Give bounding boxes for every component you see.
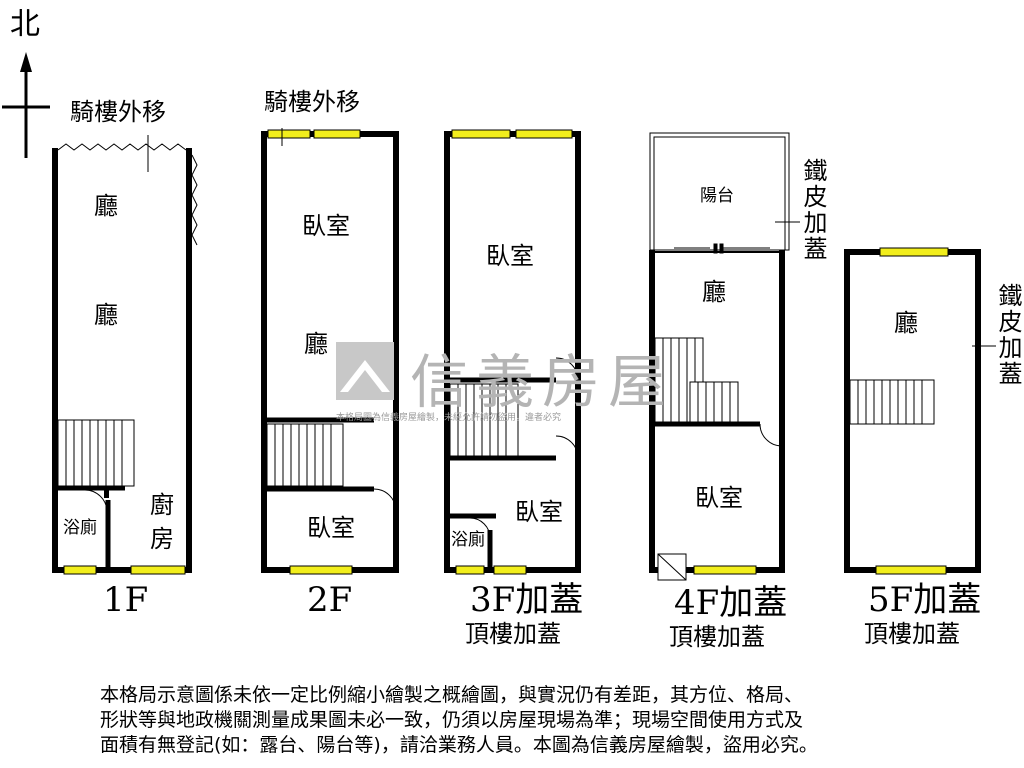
floor-5f-window	[879, 247, 949, 257]
disclaimer-line: 本格局示意圖係未依一定比例縮小繪製之概繪圖，與實況仍有差距，其方位、格局、	[100, 684, 804, 706]
watermark-logo-icon	[336, 342, 394, 400]
watermark-brand: 信義房屋	[410, 348, 675, 416]
disclaimer-line: 形狀等與地政機關測量成果圖未必一致，仍須以房屋現場為準；現場空間使用方式及	[100, 709, 804, 731]
floor-5f-window	[875, 565, 947, 575]
floor-3f-door-swing	[469, 517, 491, 539]
floor-4f-sliding-door	[674, 243, 770, 254]
room-label: 浴廁	[63, 518, 97, 538]
floor-3f-window	[515, 129, 573, 139]
annotation-iron-roof-5f: 鐵皮加蓋	[994, 283, 1022, 387]
floor-2f-window	[267, 129, 311, 139]
floor-1f-door-swing	[84, 489, 108, 513]
room-label: 廳	[894, 309, 918, 337]
north-label: 北	[10, 7, 40, 42]
floor-3f-door-swing	[555, 357, 579, 381]
floor-label: 1F	[103, 580, 149, 620]
room-label: 浴廁	[451, 530, 485, 550]
floor-1f-window	[63, 565, 97, 575]
room-label: 廳	[304, 330, 328, 358]
floor-3f-window	[451, 129, 511, 139]
room-label: 廚房	[150, 491, 174, 553]
disclaimer: 本格局示意圖係未依一定比例縮小繪製之概繪圖，與實況仍有差距，其方位、格局、 形狀…	[100, 683, 960, 758]
floor-1f-window	[130, 565, 186, 575]
floor-1f-side-folding-door	[191, 154, 198, 246]
annotation-iron-roof-4f: 鐵皮加蓋	[799, 158, 827, 262]
floor-sublabel: 頂樓加蓋	[465, 620, 561, 648]
disclaimer-line: 面積有無登記(如：露台、陽台等)，請洽業務人員。本圖為信義房屋繪製，盜用必究。	[100, 734, 818, 756]
floor-2f-door-swing	[373, 488, 397, 512]
room-label: 臥室	[695, 484, 743, 512]
floor-3f-window	[455, 565, 485, 575]
room-label: 臥室	[302, 212, 350, 240]
room-label: 臥室	[307, 514, 355, 542]
floor-2f-window	[289, 565, 353, 575]
room-label: 臥室	[515, 498, 563, 526]
annotation-arcade-2f: 騎樓外移	[264, 88, 360, 116]
floor-2f-window	[313, 129, 361, 139]
room-label: 陽台	[700, 186, 734, 206]
room-label: 廳	[702, 278, 726, 306]
floor-1f-folding-door	[57, 143, 187, 151]
floor-5f-stairs	[849, 379, 935, 425]
room-label: 臥室	[486, 242, 534, 270]
floor-3f-window	[493, 565, 527, 575]
room-label: 廳	[94, 301, 118, 329]
floor-sublabel: 頂樓加蓋	[864, 620, 960, 648]
floor-4f-window	[693, 565, 757, 575]
floor-label: 3F加蓋	[470, 580, 584, 620]
annotation-arcade-1f: 騎樓外移	[70, 98, 166, 126]
north-arrow-icon	[2, 52, 50, 158]
floor-2f-stairs	[266, 423, 344, 487]
floor-1f-stairs	[57, 419, 135, 487]
floor-4f-door-swing	[759, 423, 783, 447]
floor-4f-duct-icon	[657, 553, 687, 581]
floor-label: 2F	[307, 580, 353, 620]
floor-label: 4F加蓋	[674, 583, 788, 623]
floor-3f-door-swing	[555, 435, 579, 459]
floor-4f-stairs	[654, 337, 739, 423]
watermark-notice: 本格局圖為信義房屋繪製，未經允許請勿盜用，違者必究	[336, 413, 562, 423]
floor-sublabel: 頂樓加蓋	[669, 623, 765, 651]
room-label: 廳	[94, 192, 118, 220]
floor-3f-stairs	[449, 383, 519, 457]
floor-label: 5F加蓋	[868, 580, 982, 620]
